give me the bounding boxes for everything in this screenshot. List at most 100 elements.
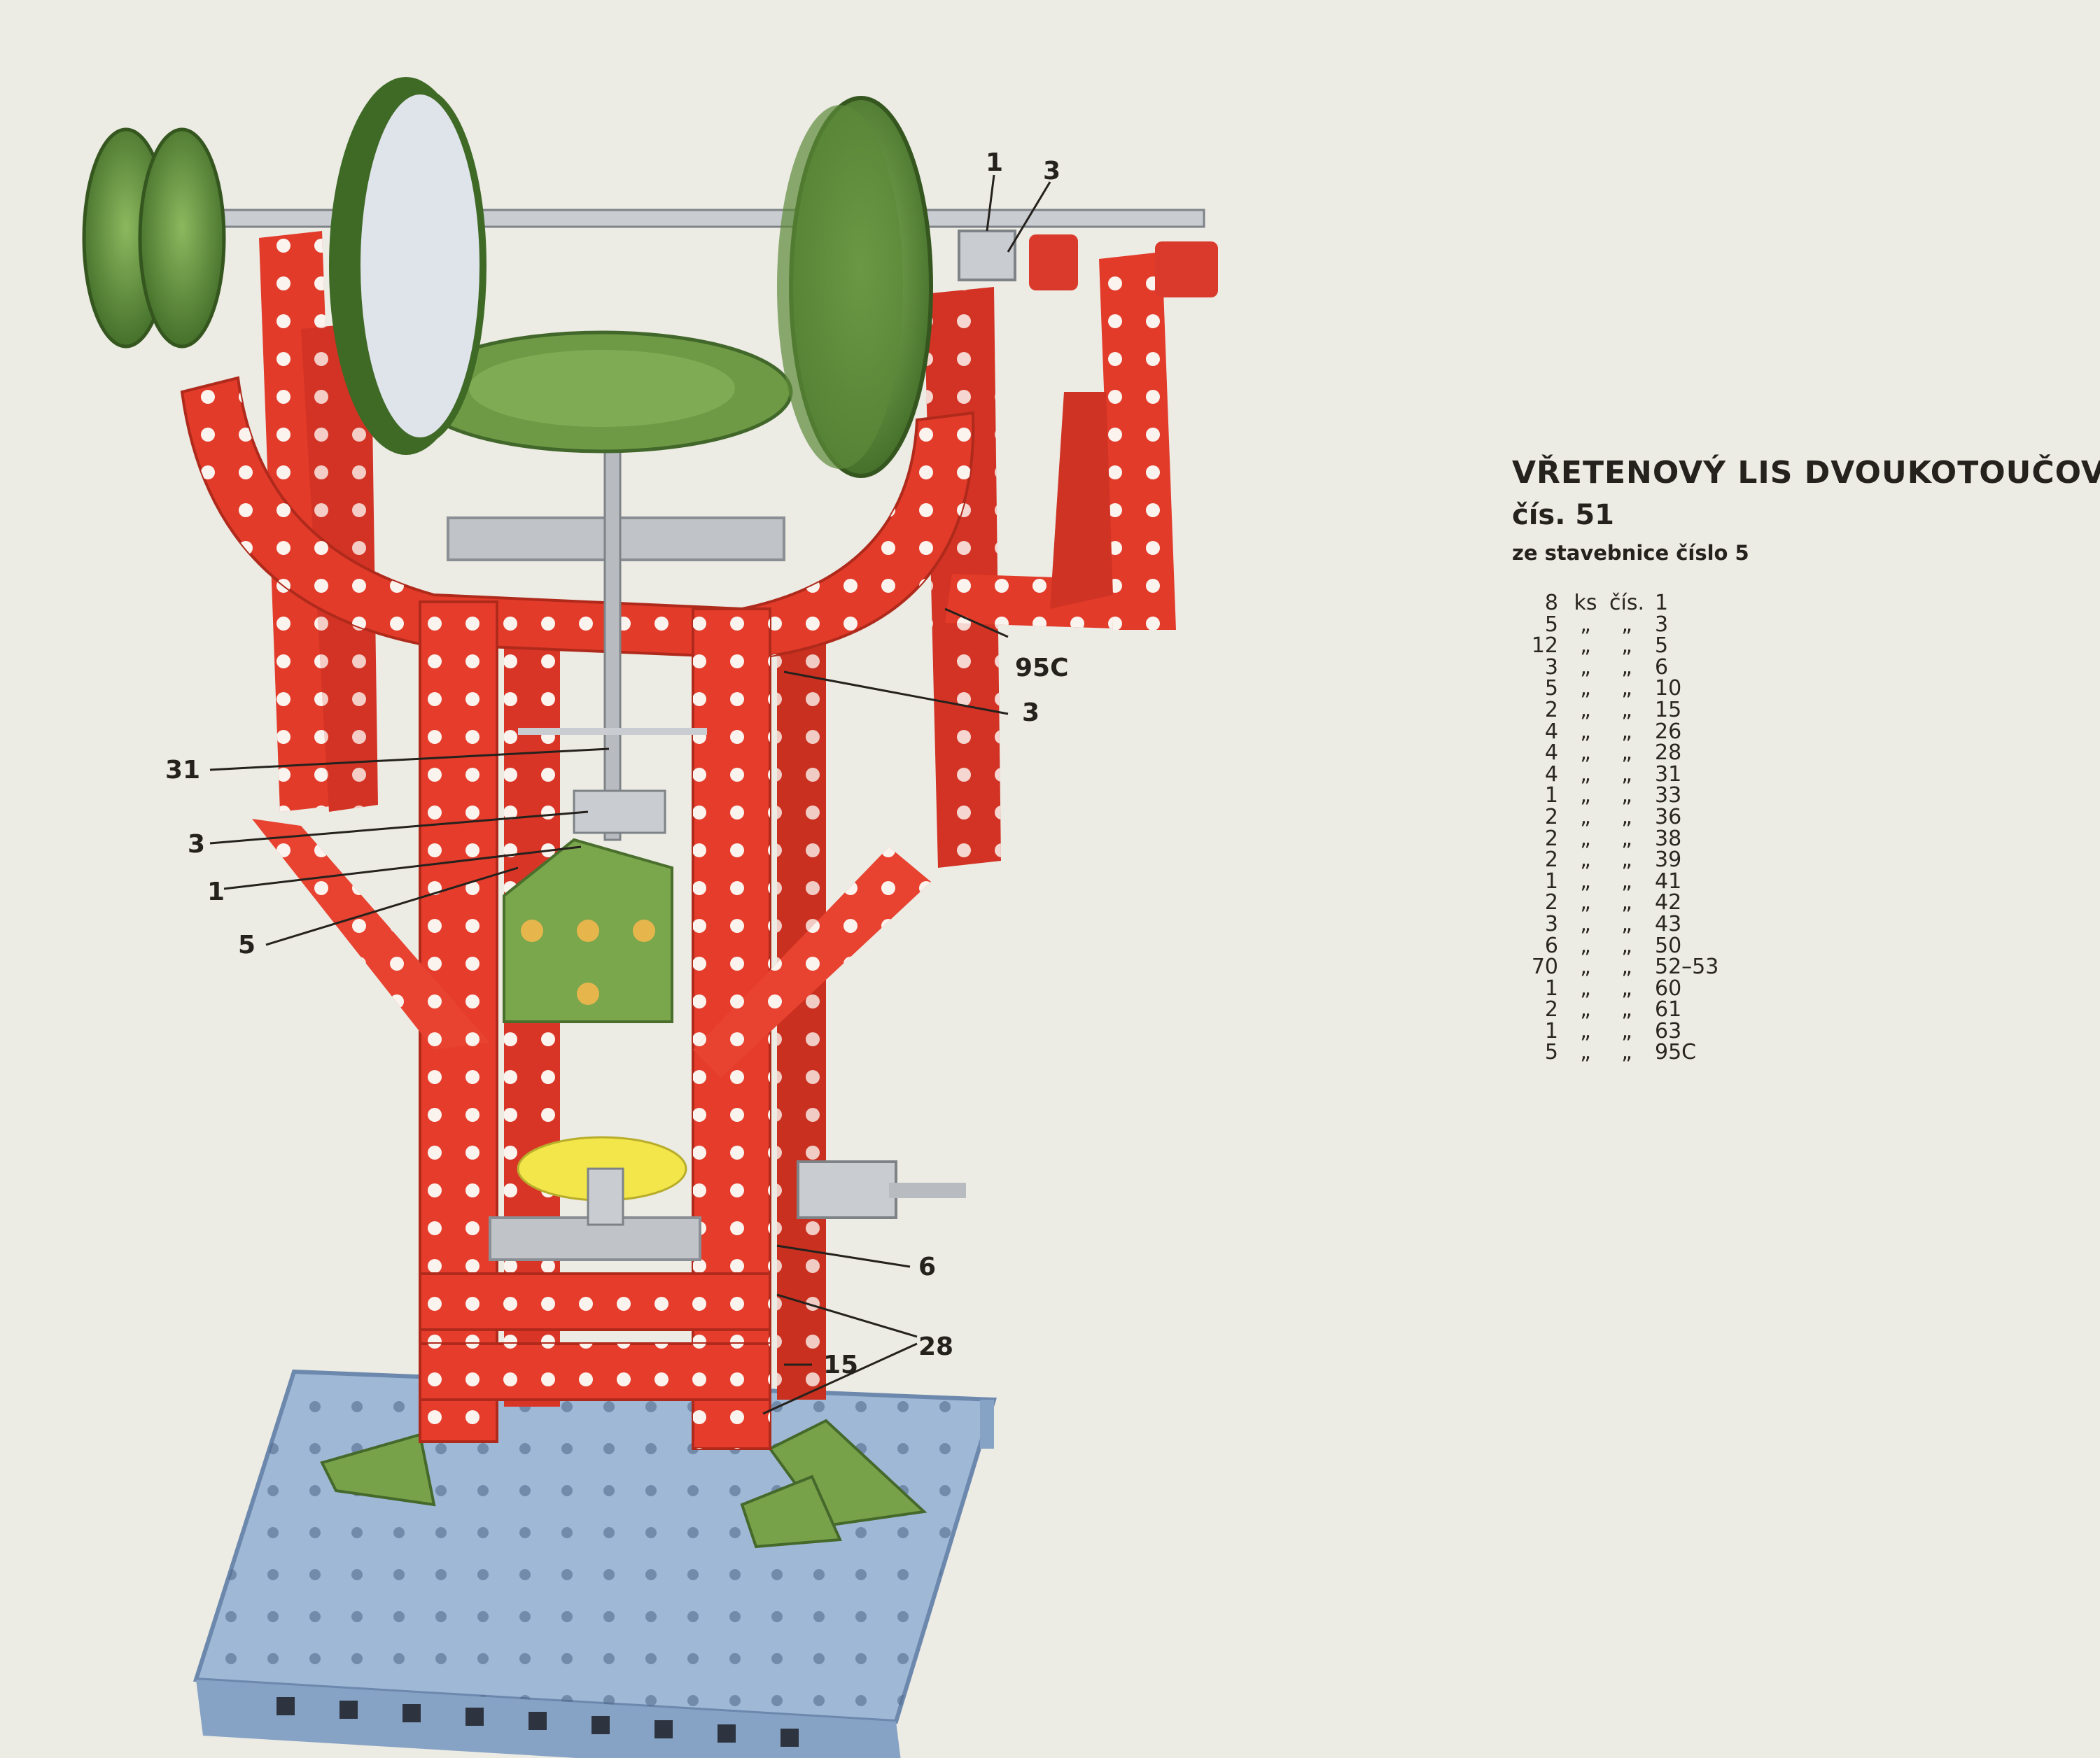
parts-ks-cell: „ bbox=[1580, 911, 1591, 936]
parts-list-row: 5„„10 bbox=[1512, 678, 1739, 700]
parts-ks-cell: „ bbox=[1580, 826, 1591, 851]
parts-list-row: 2„„42 bbox=[1512, 892, 1739, 914]
parts-qty-cell: 1 bbox=[1544, 1018, 1558, 1043]
parts-qty-cell: 2 bbox=[1544, 997, 1558, 1022]
parts-qty-cell: 1 bbox=[1544, 783, 1558, 808]
parts-qty-cell: 4 bbox=[1544, 719, 1558, 744]
parts-list-row: 2„„39 bbox=[1512, 850, 1739, 871]
parts-ks-cell: „ bbox=[1580, 1040, 1591, 1065]
diagonal-braces bbox=[252, 819, 931, 1078]
parts-part-cell: 36 bbox=[1655, 804, 1682, 829]
parts-qty-cell: 1 bbox=[1544, 976, 1558, 1001]
parts-ks-cell: „ bbox=[1580, 955, 1591, 980]
parts-ks-cell: „ bbox=[1580, 633, 1591, 659]
parts-qty-cell: 2 bbox=[1544, 848, 1558, 873]
parts-ks-cell: „ bbox=[1580, 933, 1591, 958]
parts-cis-cell: „ bbox=[1621, 955, 1632, 980]
parts-part-cell: 3 bbox=[1655, 612, 1669, 637]
parts-list-row: 5„„95C bbox=[1512, 1042, 1739, 1064]
parts-part-cell: 43 bbox=[1655, 911, 1682, 936]
parts-ks-cell: „ bbox=[1580, 848, 1591, 873]
parts-qty-cell: 5 bbox=[1544, 1040, 1558, 1065]
parts-part-cell: 50 bbox=[1655, 933, 1682, 958]
parts-part-cell: 42 bbox=[1655, 890, 1682, 915]
big-pulleys bbox=[329, 77, 933, 478]
parts-ks-cell: „ bbox=[1580, 783, 1591, 808]
yellow-disc bbox=[517, 1136, 687, 1226]
parts-cis-cell: „ bbox=[1621, 697, 1632, 722]
parts-cis-cell: „ bbox=[1621, 719, 1632, 744]
parts-qty-cell: 3 bbox=[1544, 654, 1558, 680]
parts-list-row: 1„„60 bbox=[1512, 978, 1739, 1000]
parts-list-row: 4„„31 bbox=[1512, 764, 1739, 786]
side-crank bbox=[797, 1160, 966, 1219]
parts-part-cell: 39 bbox=[1655, 848, 1682, 873]
parts-ks-cell: „ bbox=[1580, 804, 1591, 829]
text-block: VŘETENOVÝ LIS DVOUKOTOUČOVÝ čís. 51 ze s… bbox=[1512, 455, 2100, 1064]
parts-part-cell: 63 bbox=[1655, 1018, 1682, 1043]
parts-cis-cell: „ bbox=[1621, 783, 1632, 808]
callout-left-1: 1 bbox=[207, 878, 225, 906]
parts-list-row: 4„„28 bbox=[1512, 743, 1739, 764]
parts-cis-cell: „ bbox=[1621, 804, 1632, 829]
bottom-cross-beams bbox=[419, 1216, 771, 1401]
parts-list-row: 2 „ „ 15 bbox=[1512, 697, 1739, 722]
parts-cis-cell: „ bbox=[1621, 911, 1632, 936]
parts-list-row: 5„„3 bbox=[1512, 614, 1739, 636]
parts-cis-cell: „ bbox=[1621, 612, 1632, 637]
horizontal-pulley bbox=[411, 330, 793, 453]
parts-ks-cell: „ bbox=[1580, 761, 1591, 787]
parts-part-cell: 5 bbox=[1655, 633, 1669, 659]
parts-part-cell: 33 bbox=[1655, 783, 1682, 808]
parts-qty-cell: 5 bbox=[1544, 676, 1558, 701]
parts-list-row: 1„„63 bbox=[1512, 1018, 1739, 1043]
parts-list-row: 2„„36 bbox=[1512, 804, 1739, 829]
parts-list-row: 70„„52–53 bbox=[1512, 955, 1739, 980]
spindle-press-illustration: 1 3 95C 3 31 3 1 5 6 28 15 bbox=[82, 77, 1218, 1758]
callout-right-3: 3 bbox=[1022, 698, 1040, 727]
parts-cis-cell: „ bbox=[1621, 869, 1632, 894]
callout-15: 15 bbox=[823, 1351, 858, 1379]
parts-qty-cell: 4 bbox=[1544, 740, 1558, 766]
parts-part-cell: 60 bbox=[1655, 976, 1682, 1001]
parts-cis-cell: „ bbox=[1621, 933, 1632, 958]
ram-plate bbox=[503, 838, 673, 1023]
parts-ks-cell: „ bbox=[1580, 997, 1591, 1022]
base-plate bbox=[192, 1369, 997, 1758]
callout-left-3: 3 bbox=[188, 830, 205, 859]
callout-top-3: 3 bbox=[1043, 157, 1060, 185]
parts-qty-cell: 70 bbox=[1531, 955, 1558, 980]
right-lever-arm bbox=[945, 252, 1176, 630]
parts-part-cell: 15 bbox=[1655, 697, 1682, 722]
parts-list-row: 6„„50 bbox=[1512, 933, 1739, 958]
parts-ks-cell: „ bbox=[1580, 697, 1591, 722]
parts-part-cell: 10 bbox=[1655, 676, 1682, 701]
parts-list-row: 1 „ „ 41 bbox=[1512, 871, 1739, 893]
base-brackets bbox=[320, 1419, 927, 1549]
parts-qty-cell: 1 bbox=[1544, 869, 1558, 894]
parts-ks-cell: „ bbox=[1580, 869, 1591, 894]
parts-ks-cell: „ bbox=[1580, 676, 1591, 701]
parts-list-row: 12„„5 bbox=[1512, 635, 1739, 657]
parts-ks-cell: „ bbox=[1580, 719, 1591, 744]
parts-part-cell: 1 bbox=[1655, 591, 1669, 615]
parts-part-cell: 38 bbox=[1655, 826, 1682, 851]
callout-95c: 95C bbox=[1015, 654, 1069, 682]
parts-part-cell: 95C bbox=[1655, 1040, 1697, 1065]
parts-qty-cell: 2 bbox=[1544, 890, 1558, 915]
callout-left-31: 31 bbox=[165, 756, 200, 785]
callout-6: 6 bbox=[918, 1253, 936, 1281]
parts-part-cell: 41 bbox=[1655, 869, 1682, 894]
parts-qty-cell: 2 bbox=[1544, 697, 1558, 722]
parts-list-row: 3„„6 bbox=[1512, 654, 1739, 680]
parts-ks-cell: „ bbox=[1580, 654, 1591, 680]
parts-part-cell: 28 bbox=[1655, 740, 1682, 766]
parts-part-cell: 6 bbox=[1655, 654, 1669, 680]
parts-qty-cell: 3 bbox=[1544, 911, 1558, 936]
parts-qty-cell: 4 bbox=[1544, 761, 1558, 787]
parts-cis-cell: „ bbox=[1621, 1018, 1632, 1043]
